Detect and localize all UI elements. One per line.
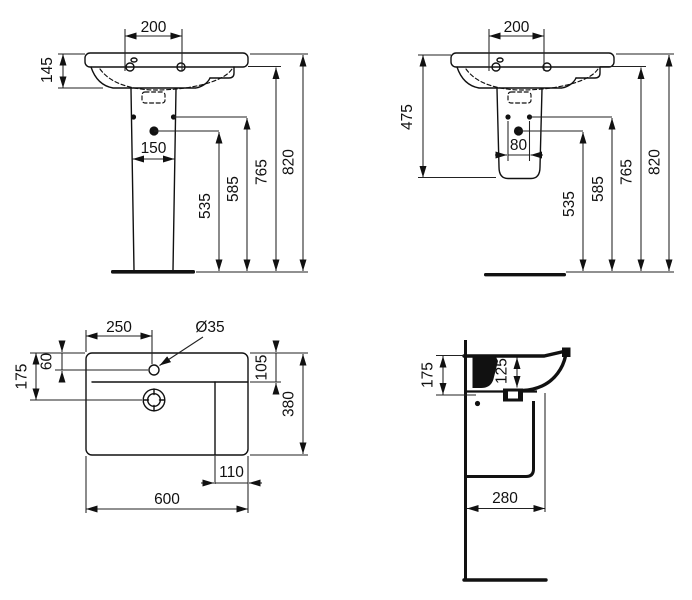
dim-label-drain-height: 535 <box>561 191 578 217</box>
dim-label-overall-depth: 380 <box>281 391 298 417</box>
basin-plan-outline <box>85 352 249 456</box>
dim-label-tap-diameter: Ø35 <box>195 319 224 336</box>
tap-hole-right <box>176 62 186 72</box>
dimension-lines <box>418 29 674 273</box>
dim-label-tap-centers: 200 <box>141 19 167 36</box>
dim-label-fixing-centers: 80 <box>510 137 528 154</box>
dim-label-pedestal-width: 150 <box>141 140 167 157</box>
tap-hole-left <box>491 62 501 72</box>
tap-hole-right <box>542 62 552 72</box>
dim-label-fixing-height: 585 <box>590 176 607 202</box>
dim-label-drain-from-rear: 175 <box>14 364 31 390</box>
trap-cover-hidden-line <box>507 91 532 104</box>
pedestal <box>111 88 195 274</box>
dim-label-tap-from-rear: 60 <box>39 353 56 371</box>
dim-label-tap-from-left: 250 <box>106 319 132 336</box>
dim-label-underside-height: 765 <box>254 159 271 185</box>
view-plan: 250 Ø35 60 175 105 380 110 600 <box>14 319 308 513</box>
basin-outline <box>84 52 249 104</box>
front-rim-nub <box>562 347 571 357</box>
fixing-bolt <box>474 400 481 407</box>
dimension-lines <box>436 354 546 512</box>
dim-label-rim-to-underside: 145 <box>39 57 56 83</box>
dim-label-semi-pedestal-height: 475 <box>399 104 416 130</box>
view-side-section: 175 125 280 <box>420 340 571 582</box>
dimension-lines <box>58 29 308 273</box>
diameter-leader-line <box>159 336 204 366</box>
dimension-lines <box>30 330 308 513</box>
fixing-holes <box>505 114 533 136</box>
floor-line <box>484 273 566 277</box>
dim-label-section-height: 175 <box>420 362 437 388</box>
semi-pedestal-profile <box>466 401 535 478</box>
tap-hole-left <box>125 62 135 72</box>
rear-wall-section <box>472 355 498 388</box>
dim-label-tap-centers: 200 <box>504 19 530 36</box>
dim-label-fixing-height: 585 <box>225 176 242 202</box>
dim-label-underside-height: 765 <box>619 159 636 185</box>
drain-symbol <box>142 388 166 412</box>
basin-outline <box>450 52 615 104</box>
semi-pedestal <box>496 88 543 180</box>
view-front-semi-pedestal: 200 475 80 535 585 765 820 <box>399 19 674 277</box>
view-front-full-pedestal: 200 145 150 535 585 765 820 <box>39 19 308 274</box>
dim-label-shelf-width: 110 <box>219 464 244 481</box>
dim-label-wall-projection: 280 <box>492 490 518 507</box>
dim-label-overall-height: 820 <box>647 149 664 175</box>
pedestal-base <box>111 270 195 274</box>
dim-label-shelf-from-rear: 105 <box>254 355 271 381</box>
trap-cover-hidden-line <box>141 91 166 104</box>
fixing-holes <box>130 114 177 136</box>
dim-label-drain-height: 535 <box>197 193 214 219</box>
dim-label-bowl-depth: 125 <box>494 358 511 384</box>
dim-label-overall-height: 820 <box>281 149 298 175</box>
dim-label-overall-width: 600 <box>154 491 180 508</box>
tap-hole <box>148 364 160 376</box>
basin-section <box>462 347 571 407</box>
